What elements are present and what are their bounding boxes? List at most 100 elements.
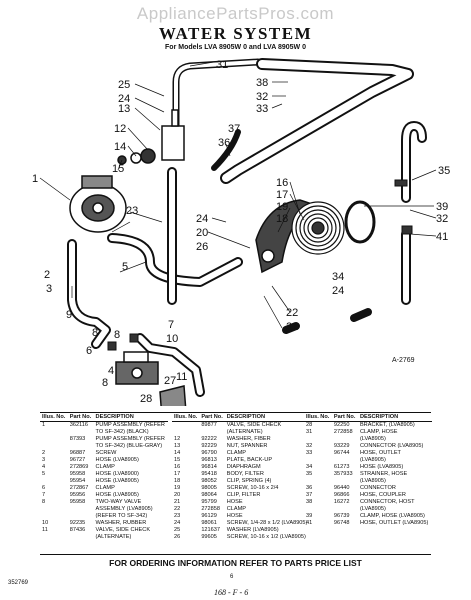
callout-24: 24	[118, 93, 130, 105]
page-title: WATER SYSTEM	[158, 24, 313, 43]
cell-desc: TWO-WAY VALVE	[95, 499, 142, 505]
cell-part: 272858	[333, 429, 353, 435]
cell-desc: HOSE (LVA8905)	[95, 457, 139, 463]
callout-14: 14	[114, 141, 126, 153]
cell-desc: CLAMP, HOSE	[359, 429, 398, 435]
cell-desc: HOSE	[226, 499, 243, 505]
cell-desc: SCREW, 10-16 x 2/4	[226, 485, 279, 491]
cell-part	[332, 457, 358, 464]
document-code: 352769	[8, 580, 29, 586]
table-row: TO SF-342) (BLUE-GRAY)	[40, 443, 168, 450]
cell-desc: (LVA8905)	[359, 478, 386, 484]
cell-desc: (LVA8905)	[359, 506, 386, 512]
cell-illus	[304, 436, 332, 443]
cell-part: 92235	[69, 520, 86, 526]
cell-part: 95418	[201, 471, 217, 477]
cell-part: 95958	[69, 499, 86, 505]
cell-desc: TO SF-342) (BLACK)	[95, 429, 149, 435]
cell-desc: BRACKET, (LVA8905)	[359, 422, 415, 428]
cell-part: 87393	[69, 436, 86, 442]
table-row: TO SF-342) (BLACK)	[40, 429, 168, 436]
callout-24c: 24	[332, 285, 344, 297]
cell-illus: 35	[306, 471, 313, 477]
table-row: (LVA8905)	[304, 478, 432, 485]
callout-1: 1	[32, 173, 38, 185]
diaphragm	[291, 201, 345, 255]
pump-assembly	[69, 175, 127, 233]
cell-part: 96744	[333, 450, 350, 456]
cell-part: 272867	[69, 485, 89, 491]
cell-part: 96739	[333, 513, 350, 519]
cell-illus: 4	[42, 464, 46, 470]
cell-desc: BODY, FILTER	[226, 471, 264, 477]
table-row: (LVA8905)	[304, 457, 432, 464]
callout-7: 7	[168, 319, 174, 331]
cell-part: 98064	[201, 492, 217, 498]
cell-illus: 17	[174, 471, 181, 477]
table-row: (ALTERNATE)	[40, 534, 168, 541]
callout-25: 25	[118, 79, 130, 91]
callout-15: 15	[112, 163, 124, 175]
cell-illus	[40, 478, 68, 485]
cell-part: 96790	[201, 450, 217, 456]
cell-desc: (ALTERNATE)	[95, 534, 132, 540]
cell-illus: 2	[42, 450, 46, 456]
callout-labels: 31 25 24 13 12 14 15 38 32 33 37 36 16 1…	[32, 59, 450, 406]
callout-35: 35	[438, 165, 450, 177]
cell-part: 272869	[69, 464, 89, 470]
cell-part	[332, 478, 358, 485]
header-desc: DESCRIPTION	[224, 414, 310, 422]
callout-27: 27	[164, 375, 176, 387]
cell-desc: (LVA8905)	[359, 457, 386, 463]
cell-part	[199, 429, 224, 436]
cell-illus: 12	[174, 436, 181, 442]
cell-desc: HOSE	[226, 513, 243, 519]
cell-illus: 26	[174, 534, 181, 540]
cell-illus: 7	[42, 492, 46, 498]
header-part: Part No.	[199, 414, 225, 422]
cell-illus: 14	[174, 450, 181, 456]
cell-desc: ASSEMBLY (LVA8905)	[95, 506, 153, 512]
callout-24b: 24	[196, 213, 208, 225]
cell-illus: 28	[306, 422, 313, 428]
two-way-valve	[115, 351, 159, 385]
hose-37	[211, 129, 241, 171]
cell-desc: (ALTERNATE)	[226, 429, 263, 435]
hose-7-inner	[137, 335, 203, 395]
valve-fitting	[117, 109, 185, 165]
callout-41: 41	[436, 231, 448, 243]
leader-lines	[39, 61, 437, 329]
cell-desc: DIAPHRAGM	[226, 464, 261, 470]
page-subtitle: For Models LVA 8905W 0 and LVA 8905W 0	[165, 44, 306, 51]
cell-desc: TO SF-342) (BLUE-GRAY)	[95, 443, 163, 449]
callout-6: 6	[86, 345, 92, 357]
cell-part	[68, 443, 94, 450]
cell-part: 357933	[333, 471, 353, 477]
cell-illus: 38	[306, 499, 313, 505]
callout-8c: 8	[102, 377, 108, 389]
cell-illus	[40, 534, 68, 541]
cell-illus	[40, 436, 68, 443]
cell-illus: 19	[174, 485, 181, 491]
cell-illus: 22	[174, 506, 181, 512]
cell-part: 93229	[333, 443, 350, 449]
callout-39: 39	[436, 201, 448, 213]
cell-illus: 36	[306, 485, 313, 491]
cell-part: 99605	[201, 534, 217, 540]
cell-illus: 13	[174, 443, 181, 449]
cell-part: 121637	[201, 527, 220, 533]
callout-5: 5	[122, 261, 128, 273]
